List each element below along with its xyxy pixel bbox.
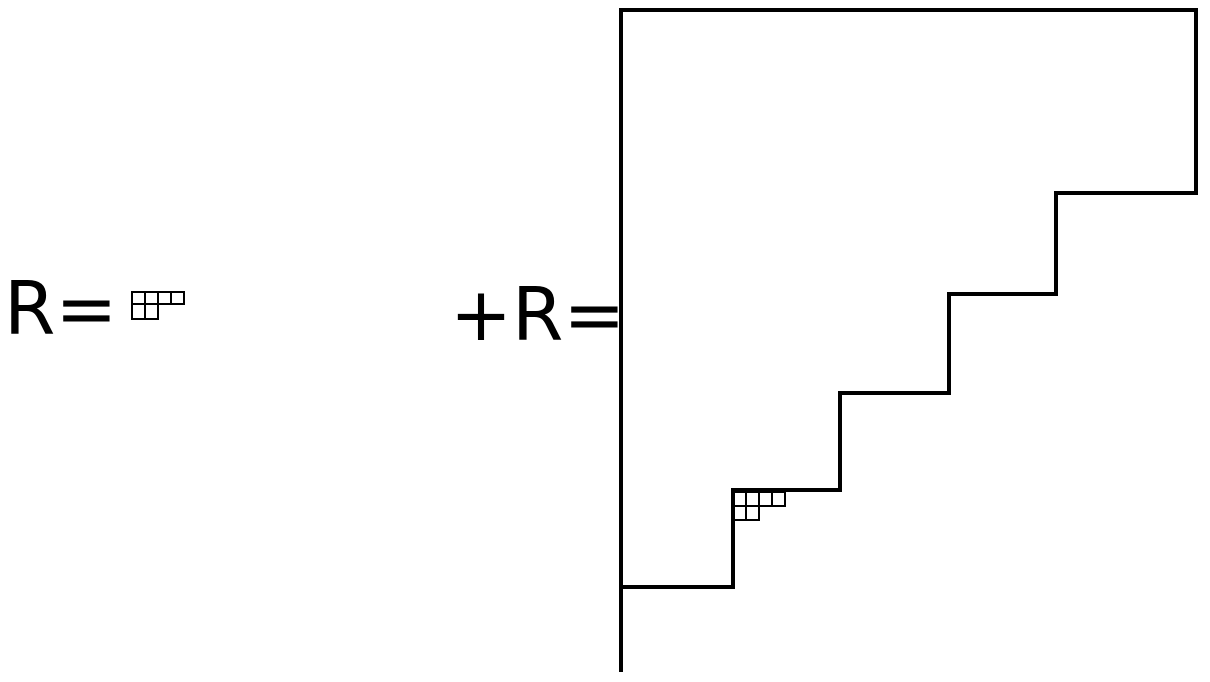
left-equation-label: R= [4, 266, 117, 352]
right-equation-label: +R= [450, 272, 625, 358]
staircase-outline [619, 8, 1198, 672]
embedded-shape-r [732, 491, 786, 521]
small-shape-r [131, 291, 185, 320]
